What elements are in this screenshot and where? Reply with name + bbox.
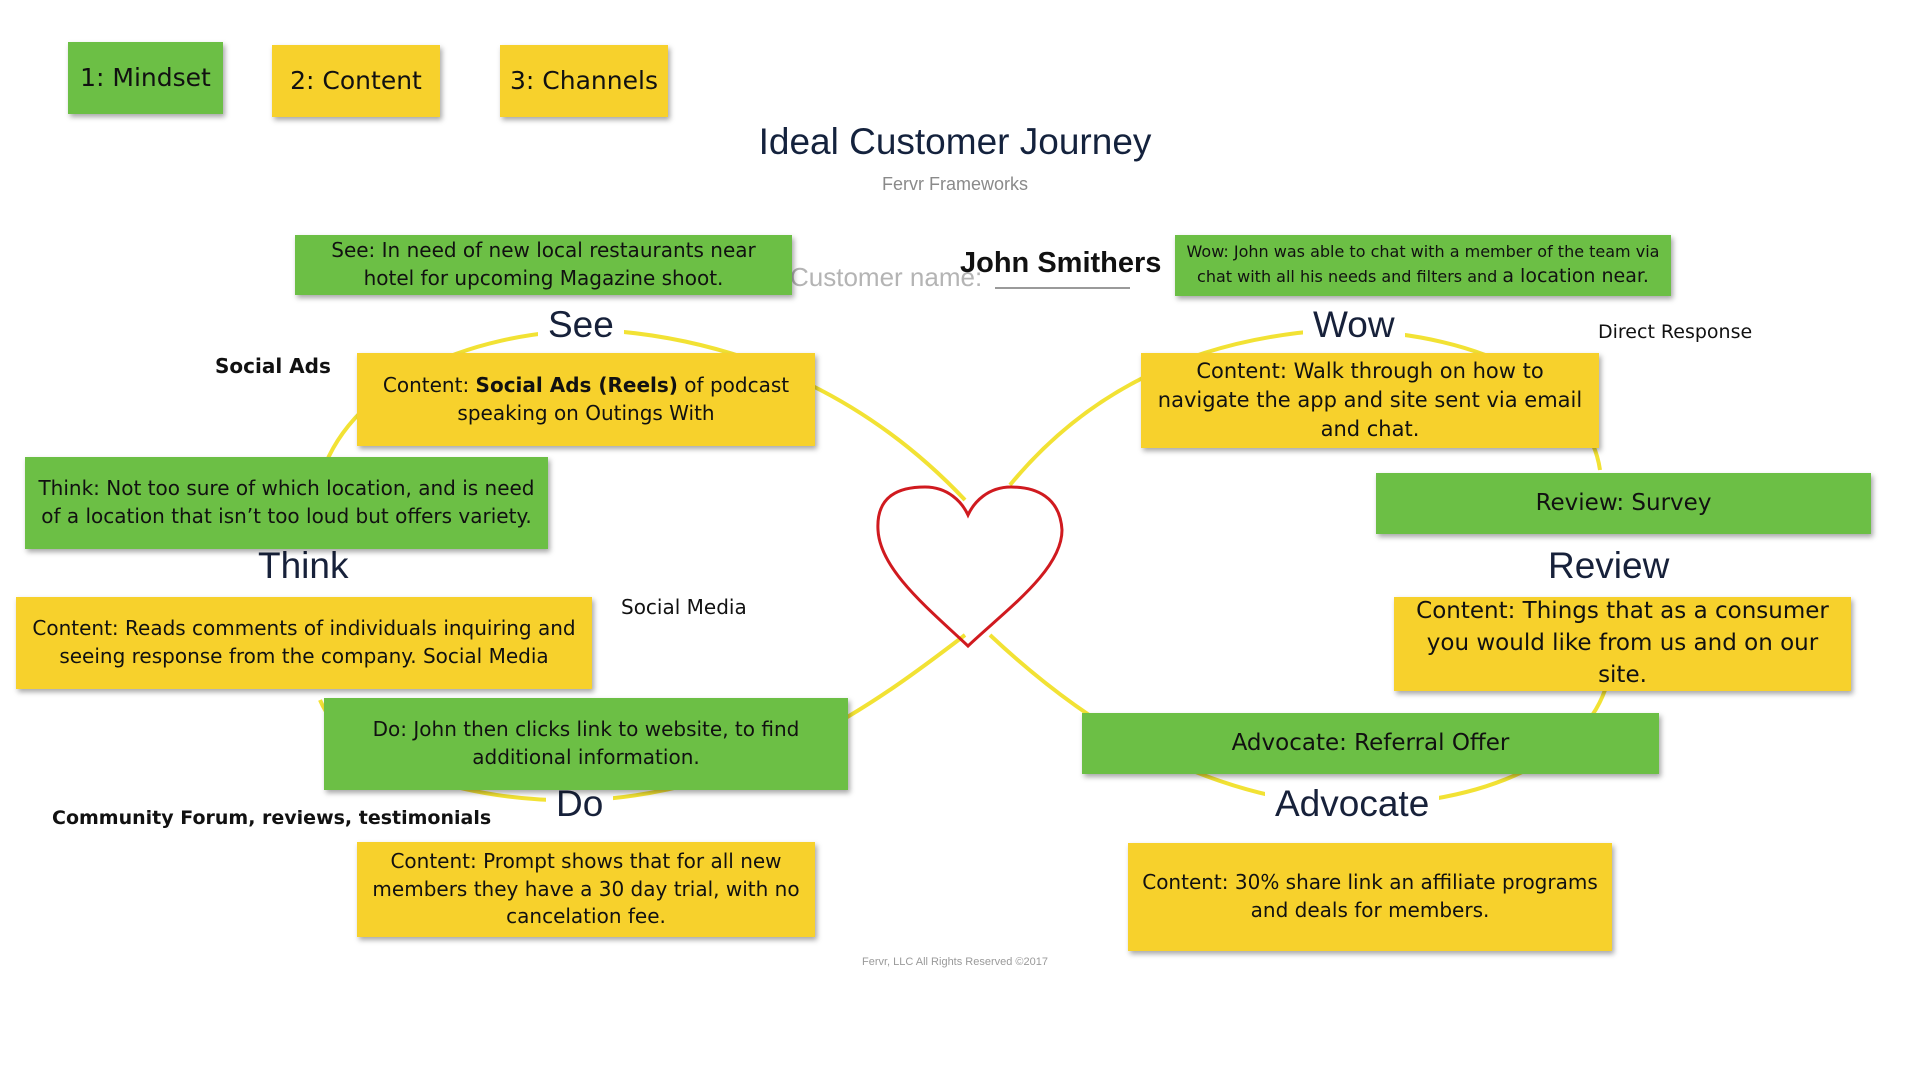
channel-think: Social Media: [621, 595, 747, 619]
customer-name-value: John Smithers: [960, 247, 1162, 279]
tag-mindset: 1: Mindset: [68, 42, 223, 114]
page-subtitle: Fervr Frameworks: [881, 174, 1028, 194]
stage-do: Do: [546, 783, 614, 825]
note-see-content: Content: Social Ads (Reels) of podcast s…: [357, 353, 815, 446]
stage-think: Think: [248, 545, 359, 587]
note-do-mindset: Do: John then clicks link to website, to…: [324, 698, 848, 790]
stage-review: Review: [1538, 545, 1680, 587]
note-wow-mindset-text: Wow: John was able to chat with a member…: [1186, 242, 1660, 288]
heart-outline-icon: [876, 485, 1064, 649]
channel-wow: Direct Response: [1598, 321, 1753, 343]
note-review-content: Content: Things that as a consumer you w…: [1394, 597, 1851, 691]
stage-see: See: [538, 304, 624, 346]
note-wow-mindset: Wow: John was able to chat with a member…: [1175, 235, 1671, 296]
note-think-content: Content: Reads comments of individuals i…: [16, 597, 592, 689]
channel-see: Social Ads: [215, 354, 331, 378]
note-advocate-mindset: Advocate: Referral Offer: [1082, 713, 1659, 774]
note-wow-content: Content: Walk through on how to navigate…: [1141, 353, 1599, 448]
page-title: Ideal Customer Journey: [758, 121, 1152, 162]
customer-name-underline: [995, 287, 1130, 289]
stage-wow: Wow: [1303, 304, 1405, 346]
note-see-mindset: See: In need of new local restaurants ne…: [295, 235, 792, 295]
note-advocate-content: Content: 30% share link an affiliate pro…: [1128, 843, 1612, 951]
page-footer: Fervr, LLC All Rights Reserved ©2017: [861, 956, 1049, 968]
note-think-mindset: Think: Not too sure of which location, a…: [25, 457, 548, 549]
stage-advocate: Advocate: [1265, 783, 1440, 825]
tag-channels: 3: Channels: [500, 45, 668, 117]
tag-content: 2: Content: [272, 45, 440, 117]
customer-name-label: Customer name:: [790, 262, 983, 292]
note-see-content-text: Content: Social Ads (Reels) of podcast s…: [382, 372, 790, 425]
note-do-content: Content: Prompt shows that for all new m…: [357, 842, 815, 937]
note-review-mindset: Review: Survey: [1376, 473, 1871, 534]
channel-do: Community Forum, reviews, testimonials: [52, 807, 492, 829]
